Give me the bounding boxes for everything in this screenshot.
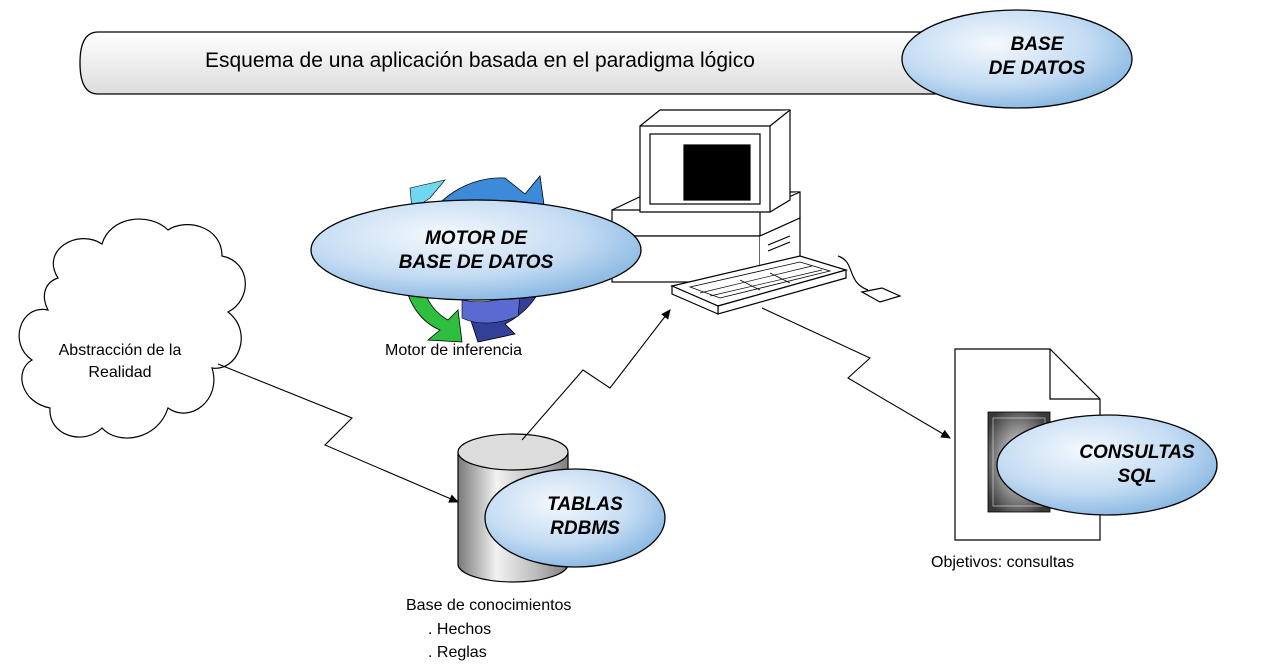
diagram-title: Esquema de una aplicación basada en el p… xyxy=(205,49,755,72)
knowledge-base-item: . Hechos xyxy=(428,621,492,638)
database-to-computer-connector xyxy=(521,309,671,441)
oval-motor-line1: MOTOR DE xyxy=(424,228,528,249)
cloud-label-line1: Abstracción de la xyxy=(58,342,182,359)
oval-base-de-datos-line2: DE DATOS xyxy=(988,58,1086,79)
oval-consultas-label: CONSULTAS SQL xyxy=(1047,441,1227,489)
oval-tablas-line2: RDBMS xyxy=(550,518,620,539)
computer-icon xyxy=(611,109,902,315)
oval-consultas-line2: SQL xyxy=(1117,466,1157,487)
oval-base-de-datos xyxy=(901,9,1133,109)
computer-to-document-connector xyxy=(761,307,951,439)
objectives-caption: Objetivos: consultas xyxy=(931,554,1075,571)
oval-tablas-line1: TABLAS xyxy=(547,494,623,515)
oval-motor-line2: BASE DE DATOS xyxy=(398,252,554,273)
cloud-shape xyxy=(18,218,246,439)
oval-base-de-datos-line1: BASE xyxy=(1010,34,1064,55)
oval-consultas-sql xyxy=(996,414,1218,516)
knowledge-base-caption: Base de conocimientos xyxy=(406,597,572,614)
oval-tablas-rdbms xyxy=(484,468,666,568)
oval-tablas-label: TABLAS RDBMS xyxy=(515,493,655,541)
oval-consultas-line1: CONSULTAS xyxy=(1079,442,1195,463)
oval-motor-base-datos xyxy=(310,199,642,301)
motor-caption: Motor de inferencia xyxy=(385,342,522,359)
title-banner xyxy=(79,31,936,95)
oval-motor-label: MOTOR DE BASE DE DATOS xyxy=(356,227,596,275)
knowledge-base-item: . Reglas xyxy=(428,644,487,661)
cloud-label: Abstracción de la Realidad xyxy=(30,340,210,384)
cloud-label-line2: Realidad xyxy=(88,364,152,381)
oval-base-de-datos-label: BASE DE DATOS xyxy=(947,33,1127,81)
cloud-to-database-connector xyxy=(217,363,460,503)
